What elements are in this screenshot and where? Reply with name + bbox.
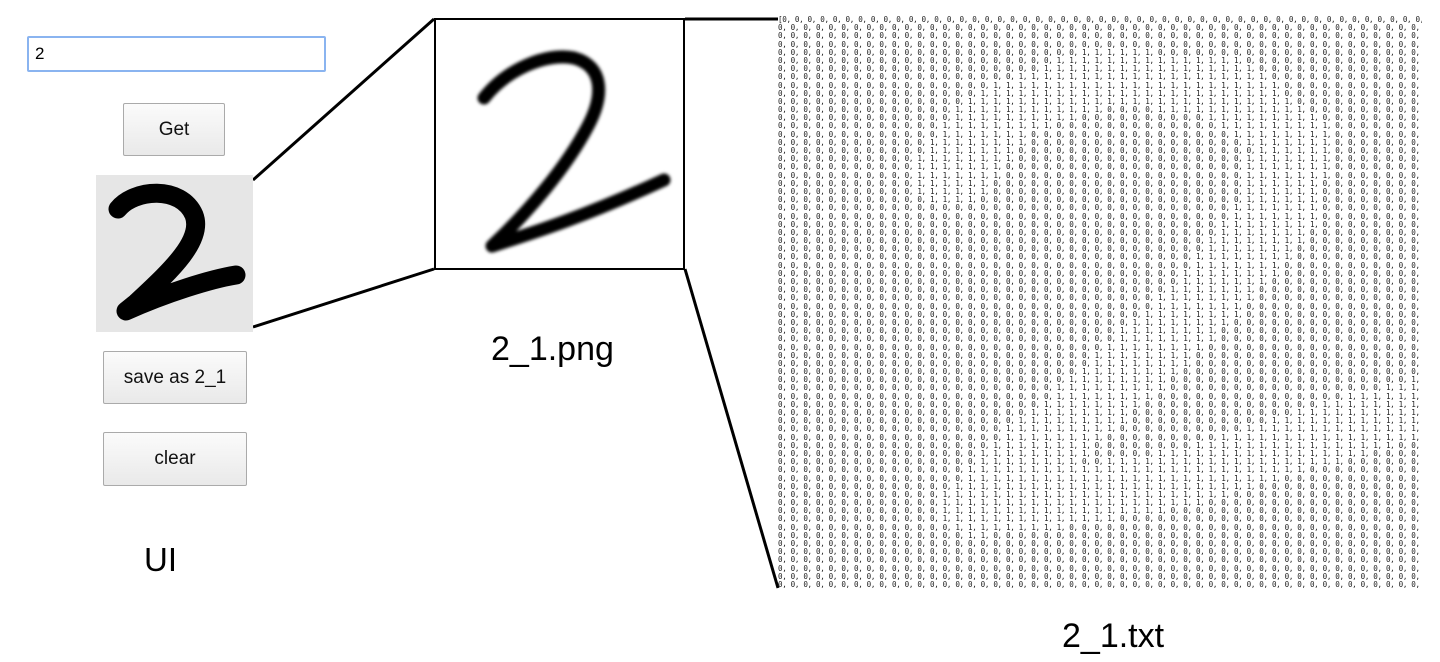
matrix-row: 0, 0, 0, 0, 0, 0, 0, 0, 0, 0, 0, 0, 0, 0… [778,211,1420,221]
matrix-row: 0, 0, 0, 0, 0, 0, 0, 0, 0, 0, 0, 0, 0, 0… [778,465,1420,475]
matrix-row: 0, 0, 0, 0, 0, 0, 0, 0, 0, 0, 0, 0, 1, 1… [778,137,1420,147]
digit-image [477,50,671,253]
txt-caption: 2_1.txt [1062,617,1165,655]
matrix-row: 0, 0, 0, 0, 0, 0, 0, 0, 0, 0, 0, 0, 0, 0… [778,473,1420,483]
matrix-row: 0, 0, 0, 0, 0, 0, 0, 0, 0, 0, 0, 1, 1, 1… [778,154,1420,164]
matrix-row: 0, 0, 0, 0, 0, 0, 0, 0, 0, 0, 0, 0, 0, 0… [778,39,1420,49]
matrix-row: 0, 0, 0, 0, 0, 0, 0, 0, 0, 0, 0, 0, 0, 0… [778,244,1420,254]
matrix-row: 0, 0, 0, 0, 0, 0, 0, 0, 0, 0, 0, 0, 0, 0… [778,64,1420,74]
matrix-row: 0, 0, 0, 0, 0, 0, 0, 0, 0, 0, 0, 0, 0, 0… [778,547,1420,557]
matrix-row: 0, 0, 0, 0, 0, 0, 0, 0, 0, 0, 0, 0, 0, 0… [778,326,1420,336]
matrix-row: 0, 0, 0, 0, 0, 0, 0, 0, 0, 0, 0, 0, 0, 0… [778,530,1420,540]
matrix-row: 0, 0, 0, 0, 0, 0, 0, 0, 0, 0, 0, 0, 0, 0… [778,522,1420,532]
matrix-row: 0, 0, 0, 0, 0, 0, 0, 0, 0, 0, 0, 0, 0, 0… [778,301,1420,311]
get-button[interactable]: Get [123,103,225,156]
png-caption: 2_1.png [491,330,614,368]
matrix-text-preview: [0, 0, 0, 0, 0, 0, 0, 0, 0, 0, 0, 0, 0, … [778,16,1422,592]
matrix-row: 0, 0, 0, 0, 0, 0, 0, 0, 0, 0, 0, 0, 0, 0… [778,277,1420,286]
matrix-row: 0, 0, 0, 0, 0, 0, 0, 0, 0, 0, 0, 0, 0, 0… [778,432,1420,442]
png-preview [434,18,685,270]
matrix-row: 0, 0, 0, 0, 0, 0, 0, 0, 0, 0, 0, 0, 0, 0… [778,579,1420,589]
drawing-canvas[interactable] [96,175,253,332]
matrix-row: 0, 0, 0, 0, 0, 0, 0, 0, 0, 0, 0, 0, 0, 0… [778,342,1420,352]
matrix-row: 0, 0, 0, 0, 0, 0, 0, 0, 0, 0, 0, 0, 0, 0… [778,408,1420,417]
matrix-row: 0, 0, 0, 0, 0, 0, 0, 0, 0, 0, 0, 0, 0, 0… [778,383,1420,393]
matrix-row: 0, 0, 0, 0, 0, 0, 0, 0, 0, 0, 0, 1, 1, 1… [778,162,1420,172]
matrix-row: 0, 0, 0, 0, 0, 0, 0, 0, 0, 0, 0, 0, 0, 0… [778,367,1420,377]
matrix-row: 0, 0, 0, 0, 0, 0, 0, 0, 0, 0, 0, 0, 0, 0… [778,391,1420,401]
matrix-row: 0, 0, 0, 0, 0, 0, 0, 0, 0, 0, 0, 0, 0, 0… [778,334,1420,344]
matrix-row: [0, 0, 0, 0, 0, 0, 0, 0, 0, 0, 0, 0, 0, … [778,16,1422,24]
save-button[interactable]: save as 2_1 [103,351,247,404]
matrix-row: 0, 0, 0, 0, 0, 0, 0, 0, 0, 0, 0, 0, 0, 0… [778,47,1420,57]
matrix-row: 0, 0, 0, 0, 0, 0, 0, 0, 0, 0, 0, 0, 0, 0… [778,203,1420,213]
matrix-row: 0, 0, 0, 0, 0, 0, 0, 0, 0, 0, 0, 0, 0, 0… [778,227,1420,237]
connector-png-to-txt-bottom [683,268,780,589]
matrix-row: 0, 0, 0, 0, 0, 0, 0, 0, 0, 0, 0, 0, 0, 0… [778,293,1420,303]
matrix-row: 0, 0, 0, 0, 0, 0, 0, 0, 0, 0, 0, 0, 0, 0… [778,563,1420,573]
matrix-row: 0, 0, 0, 0, 0, 0, 0, 0, 0, 0, 0, 0, 0, 0… [778,88,1420,98]
matrix-row: 0, 0, 0, 0, 0, 0, 0, 0, 0, 0, 0, 0, 0, 0… [778,416,1420,426]
matrix-row: 0, 0, 0, 0, 0, 0, 0, 0, 0, 0, 0, 0, 0, 1… [778,121,1420,131]
matrix-row: 0, 0, 0, 0, 0, 0, 0, 0, 0, 0, 0, 0, 0, 0… [778,539,1420,548]
matrix-row: 0, 0, 0, 0, 0, 0, 0, 0, 0, 0, 0, 0, 0, 0… [778,252,1420,262]
connector-ui-to-png-top [252,17,435,182]
matrix-row: 0, 0, 0, 0, 0, 0, 0, 0, 0, 0, 0, 0, 0, 0… [778,555,1420,565]
matrix-row: 0, 0, 0, 0, 0, 0, 0, 0, 0, 0, 0, 0, 0, 0… [778,23,1420,33]
matrix-row: 0, 0, 0, 0, 0, 0, 0, 0, 0, 0, 0, 0, 0, 0… [778,105,1420,115]
matrix-row: 0, 0, 0, 0, 0, 0, 0, 0, 0, 0, 0, 0, 0, 0… [778,113,1420,123]
matrix-row: 0, 0, 0, 0, 0, 0, 0, 0, 0, 0, 0, 0, 0, 0… [778,268,1420,278]
matrix-row: 0, 0, 0, 0, 0, 0, 0, 0, 0, 0, 0, 0, 0, 1… [778,489,1420,499]
matrix-row: 0, 0, 0, 0, 0, 0, 0, 0, 0, 0, 0, 0, 0, 1… [778,129,1420,139]
digit-input[interactable] [27,36,326,72]
matrix-row: 0, 0, 0, 0, 0, 0, 0, 0, 0, 0, 0, 0, 0, 0… [778,309,1420,319]
matrix-row: 0, 0, 0, 0, 0, 0, 0, 0, 0, 0, 0, 0, 0, 0… [778,80,1420,90]
clear-button[interactable]: clear [103,432,247,486]
matrix-row: 0, 0, 0, 0, 0, 0, 0, 0, 0, 0, 0, 1, 1, 1… [778,186,1420,196]
matrix-row: 0, 0, 0, 0, 0, 0, 0, 0, 0, 0, 0, 0, 0, 0… [778,219,1420,229]
matrix-row: 0, 0, 0, 0, 0, 0, 0, 0, 0, 0, 0, 0, 0, 0… [778,424,1420,434]
matrix-row: 0, 0, 0, 0, 0, 0, 0, 0, 0, 0, 0, 0, 0, 0… [778,317,1420,327]
matrix-row: 0, 0, 0, 0, 0, 0, 0, 0, 0, 0, 0, 0, 0, 0… [778,72,1420,82]
handwritten-digit-drawing [108,183,246,321]
matrix-row: 0, 0, 0, 0, 0, 0, 0, 0, 0, 0, 0, 0, 0, 0… [778,375,1420,385]
matrix-row: 0, 0, 0, 0, 0, 0, 0, 0, 0, 0, 0, 0, 0, 0… [778,440,1420,450]
matrix-row: 0, 0, 0, 0, 0, 0, 0, 0, 0, 0, 0, 0, 0, 1… [778,498,1420,508]
matrix-row: 0, 0, 0, 0, 0, 0, 0, 0, 0, 0, 0, 0, 0, 0… [778,236,1420,246]
matrix-row: 0, 0, 0, 0, 0, 0, 0, 0, 0, 0, 0, 0, 0, 0… [778,96,1420,106]
ui-caption: UI [144,541,177,578]
matrix-row: 0, 0, 0, 0, 0, 0, 0, 0, 0, 0, 0, 0, 0, 0… [778,260,1420,270]
matrix-row: 0, 0, 0, 0, 0, 0, 0, 0, 0, 0, 0, 0, 0, 0… [778,571,1420,581]
connector-ui-to-png-bottom [252,267,435,329]
matrix-row: 0, 0, 0, 0, 0, 0, 0, 0, 0, 0, 0, 1, 1, 1… [778,170,1420,180]
matrix-row: 0, 0, 0, 0, 0, 0, 0, 0, 0, 0, 0, 0, 0, 1… [778,506,1420,516]
matrix-row: 0, 0, 0, 0, 0, 0, 0, 0, 0, 0, 0, 0, 0, 0… [778,448,1420,458]
matrix-row: 0, 0, 0, 0, 0, 0, 0, 0, 0, 0, 0, 0, 0, 0… [778,457,1420,467]
matrix-row: 0, 0, 0, 0, 0, 0, 0, 0, 0, 0, 0, 0, 0, 0… [778,55,1420,65]
matrix-row: 0, 0, 0, 0, 0, 0, 0, 0, 0, 0, 0, 0, 0, 0… [778,285,1420,295]
matrix-row: 0, 0, 0, 0, 0, 0, 0, 0, 0, 0, 0, 0, 0, 0… [778,399,1420,409]
matrix-row: 0, 0, 0, 0, 0, 0, 0, 0, 0, 0, 0, 0, 0, 0… [778,481,1420,491]
matrix-row: 0, 0, 0, 0, 0, 0, 0, 0, 0, 0, 0, 1, 1, 1… [778,178,1420,188]
matrix-row: 0, 0, 0, 0, 0, 0, 0, 0, 0, 0, 0, 0, 1, 1… [778,195,1420,205]
matrix-row: 0, 0, 0, 0, 0, 0, 0, 0, 0, 0, 0, 0, 0, 0… [778,350,1420,360]
matrix-row: 0, 0, 0, 0, 0, 0, 0, 0, 0, 0, 0, 0, 0, 0… [778,31,1420,41]
matrix-row: 0, 0, 0, 0, 0, 0, 0, 0, 0, 0, 0, 0, 1, 1… [778,146,1420,155]
matrix-row: 0, 0, 0, 0, 0, 0, 0, 0, 0, 0, 0, 0, 0, 0… [778,358,1420,368]
matrix-row: 0, 0, 0, 0, 0, 0, 0, 0, 0, 0, 0, 0, 0, 1… [778,514,1420,524]
